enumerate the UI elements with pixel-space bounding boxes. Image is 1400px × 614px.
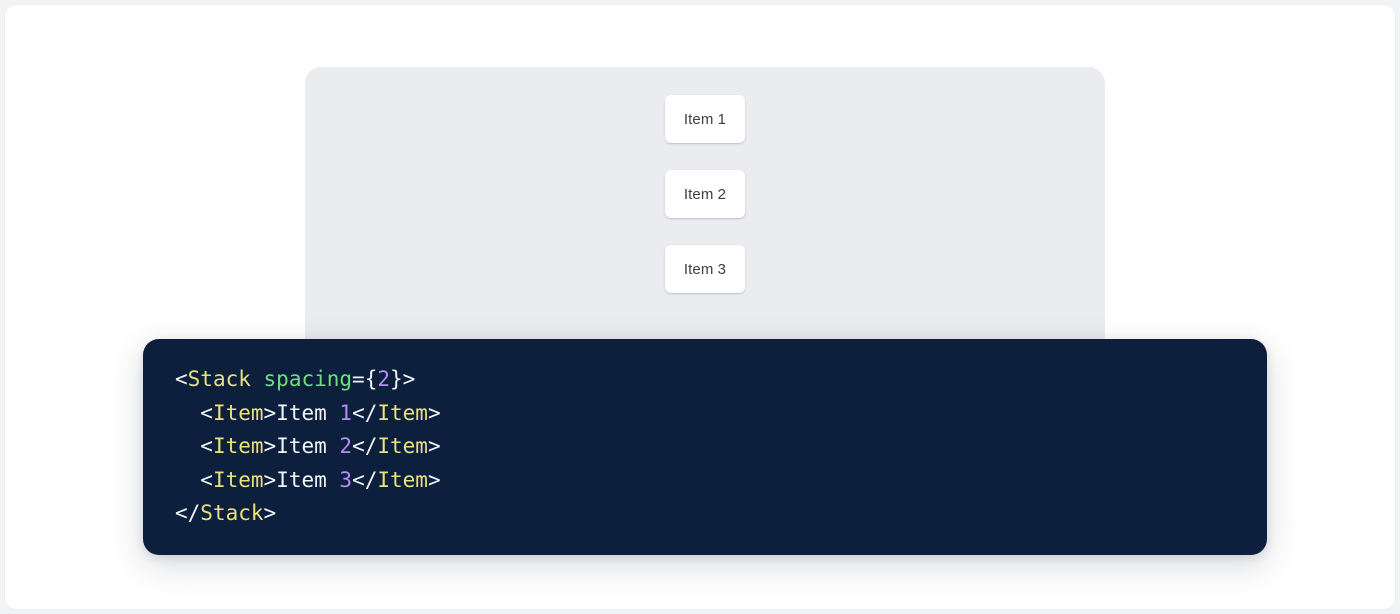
code-token-punc: > <box>427 400 441 425</box>
code-token-punc: </ <box>352 434 378 458</box>
code-token-punc: < <box>200 400 213 425</box>
code-token-punc: </ <box>175 501 201 525</box>
code-token-tag: Item <box>377 434 428 458</box>
component-preview-panel: Item 1 Item 2 Item 3 <box>305 67 1105 339</box>
code-token-tag: Stack <box>200 501 264 525</box>
code-token-tag: Item <box>212 467 264 492</box>
code-snippet-block: <Stack spacing={2}> <Item>Item 1</Item> … <box>143 339 1267 555</box>
code-token-punc: > <box>263 400 277 425</box>
code-token-tag: Item <box>377 467 428 492</box>
code-token-punc: > <box>427 434 441 458</box>
code-token-punc: > <box>263 501 277 525</box>
code-token-punc: > <box>263 467 277 492</box>
code-token-punc: </ <box>352 400 378 425</box>
code-line: </Stack> <box>175 501 276 525</box>
code-token-text <box>251 367 264 391</box>
code-token-tag: Item <box>377 400 428 425</box>
code-token-text: Item <box>276 467 340 492</box>
stack-item-label: Item 2 <box>683 185 727 203</box>
code-token-punc: < <box>175 367 188 391</box>
stack-item[interactable]: Item 2 <box>665 170 745 218</box>
code-token-punc: }> <box>390 367 416 391</box>
code-token-tag: Item <box>212 400 264 425</box>
stack-container: Item 1 Item 2 Item 3 <box>305 95 1105 293</box>
code-token-num: 1 <box>339 400 353 425</box>
code-line: <Item>Item 1</Item> <box>175 400 441 425</box>
code-token-tag: Stack <box>187 367 251 391</box>
code-line: <Item>Item 3</Item> <box>175 467 441 492</box>
code-token-num: 2 <box>339 434 353 458</box>
stack-item-label: Item 1 <box>683 110 727 128</box>
code-snippet-text: <Stack spacing={2}> <Item>Item 1</Item> … <box>175 363 1267 531</box>
code-token-punc: </ <box>352 467 378 492</box>
code-token-num: 2 <box>377 367 390 391</box>
code-token-punc: < <box>200 467 213 492</box>
stack-item-label: Item 3 <box>683 260 727 278</box>
code-line: <Item>Item 2</Item> <box>175 434 441 458</box>
code-token-punc: < <box>200 434 213 458</box>
code-token-punc: > <box>263 434 277 458</box>
code-token-punc: ={ <box>352 367 378 391</box>
code-token-punc: > <box>427 467 441 492</box>
code-token-text: Item <box>276 400 340 425</box>
code-token-num: 3 <box>339 467 353 492</box>
stack-item[interactable]: Item 1 <box>665 95 745 143</box>
code-token-attr: spacing <box>263 367 353 391</box>
code-token-tag: Item <box>212 434 264 458</box>
code-line: <Stack spacing={2}> <box>175 367 415 391</box>
code-token-text: Item <box>276 434 340 458</box>
stack-item[interactable]: Item 3 <box>665 245 745 293</box>
